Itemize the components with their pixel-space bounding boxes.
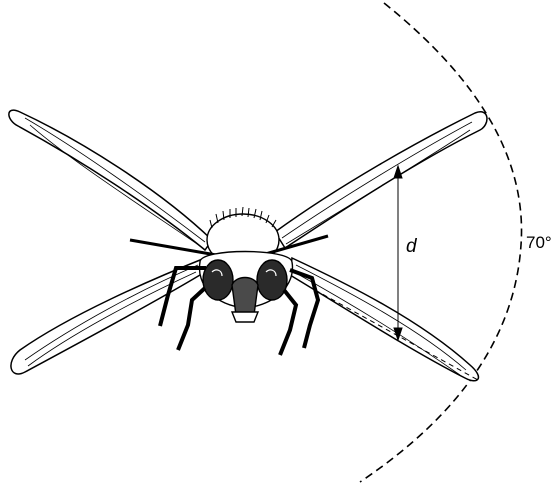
eye-left [203,260,233,300]
mandibles [232,312,258,322]
distance-label: d [406,236,418,257]
wing-upper-left [9,110,212,250]
leg-left-mid [178,288,205,350]
leg-right-mid [280,290,296,355]
stroke-arc [360,3,522,482]
wing-upper-right [275,112,487,248]
eye-right [257,260,287,300]
face [232,278,258,316]
angle-label: 70° [526,233,552,252]
